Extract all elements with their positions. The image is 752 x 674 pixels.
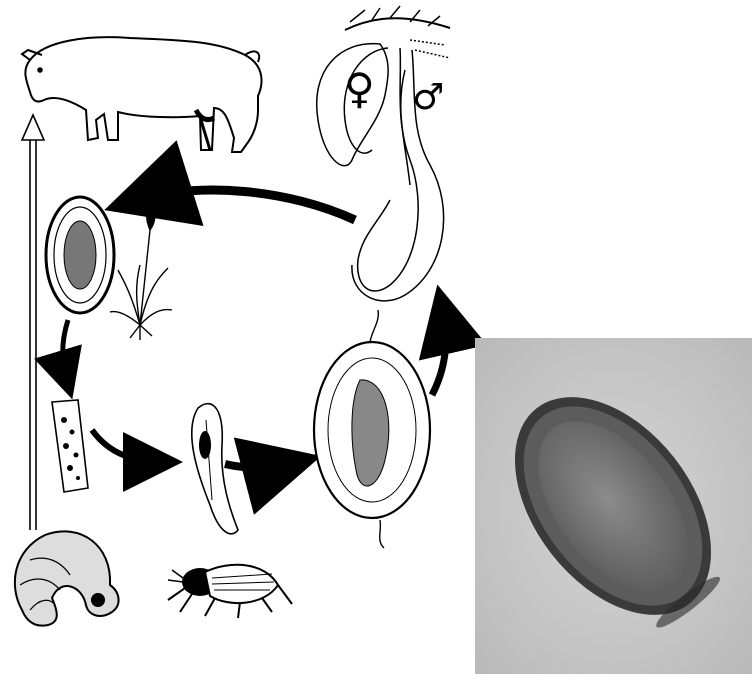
egg-micrograph bbox=[475, 338, 752, 674]
first-stage-larva-illustration bbox=[52, 400, 88, 492]
arrow-larva-to-infective bbox=[92, 430, 165, 462]
adult-worms-illustration bbox=[317, 6, 450, 301]
arrow-worms-to-egg bbox=[130, 190, 355, 220]
encysted-larva-illustration bbox=[314, 310, 430, 548]
female-symbol: ♀ bbox=[344, 68, 375, 110]
arrow-encysted-to-worms bbox=[432, 305, 446, 395]
grass-illustration bbox=[110, 206, 172, 340]
arrow-infective-to-encysted bbox=[225, 462, 298, 468]
beetle-illustration bbox=[168, 565, 292, 618]
grub-illustration bbox=[15, 531, 119, 625]
transmission-arrow-up bbox=[22, 115, 44, 530]
micrograph-image bbox=[475, 338, 752, 674]
egg-illustration bbox=[46, 197, 114, 313]
pig-illustration bbox=[22, 37, 262, 152]
arrow-egg-to-larva bbox=[63, 320, 68, 385]
male-symbol: ♂ bbox=[412, 80, 444, 116]
